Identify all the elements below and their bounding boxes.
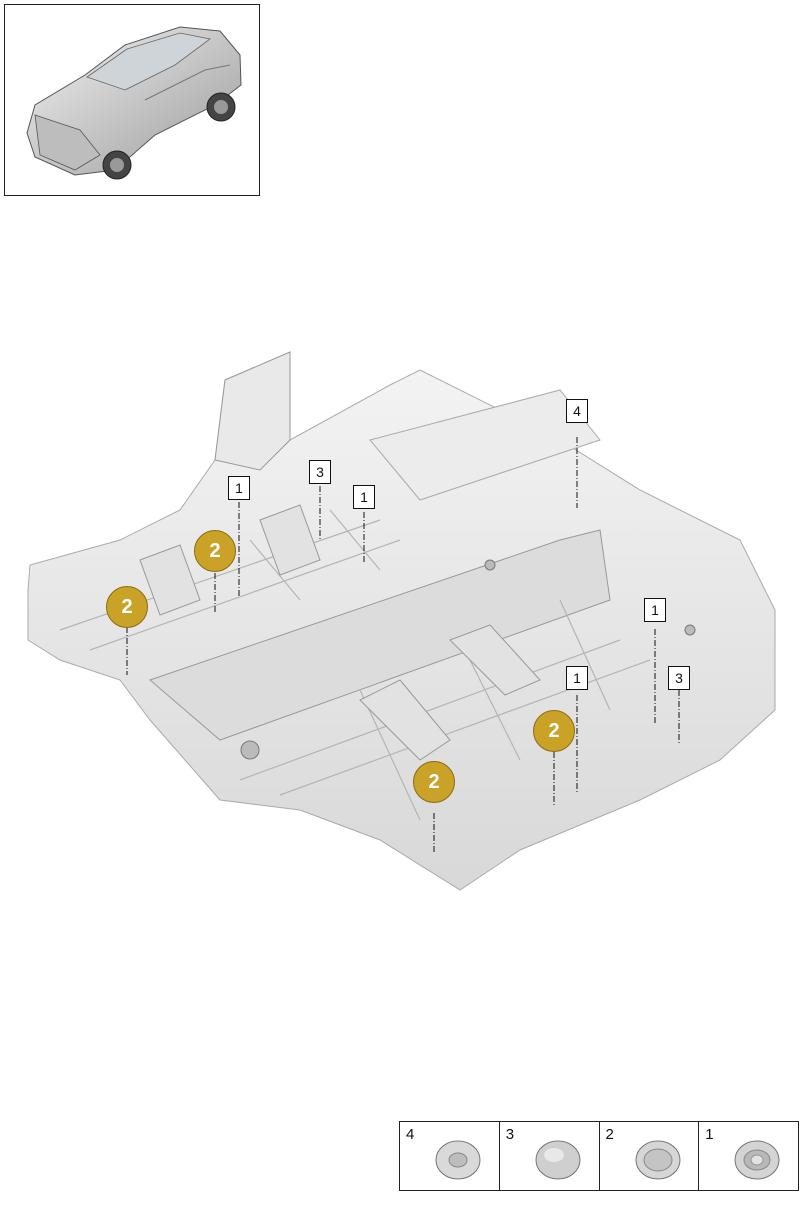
callout-1[interactable]: 1 [228,476,250,500]
legend-number: 2 [605,1126,614,1143]
underbody-diagram: 4 3 1 1 2 2 1 1 3 2 2 [0,340,800,920]
callout-1[interactable]: 1 [644,598,666,622]
callout-3[interactable]: 3 [668,666,690,690]
legend-cell[interactable]: 4 [400,1122,500,1190]
floor-pan-illustration [27,351,776,891]
parts-legend: 4 3 2 1 [399,1121,799,1191]
legend-cell[interactable]: 2 [600,1122,700,1190]
legend-number: 4 [406,1126,415,1143]
callout-3[interactable]: 3 [309,460,331,484]
legend-cell[interactable]: 1 [699,1122,798,1190]
legend-number: 1 [705,1126,714,1143]
legend-number: 3 [505,1126,515,1143]
vehicle-thumbnail-icon [26,26,242,180]
callout-2[interactable]: 2 [106,586,148,628]
callout-2[interactable]: 2 [533,710,575,752]
plug-ring-icon [635,1140,680,1180]
callout-2[interactable]: 2 [194,530,236,572]
plug-dome-icon [535,1140,581,1180]
callout-4[interactable]: 4 [566,399,588,423]
vehicle-thumbnail-frame [4,4,260,196]
callout-1[interactable]: 1 [353,485,375,509]
plug-grommet-icon [734,1140,780,1180]
legend-cell[interactable]: 3 [500,1122,600,1190]
callout-2[interactable]: 2 [413,761,455,803]
callout-1[interactable]: 1 [566,666,588,690]
plug-flat-icon [435,1140,481,1180]
